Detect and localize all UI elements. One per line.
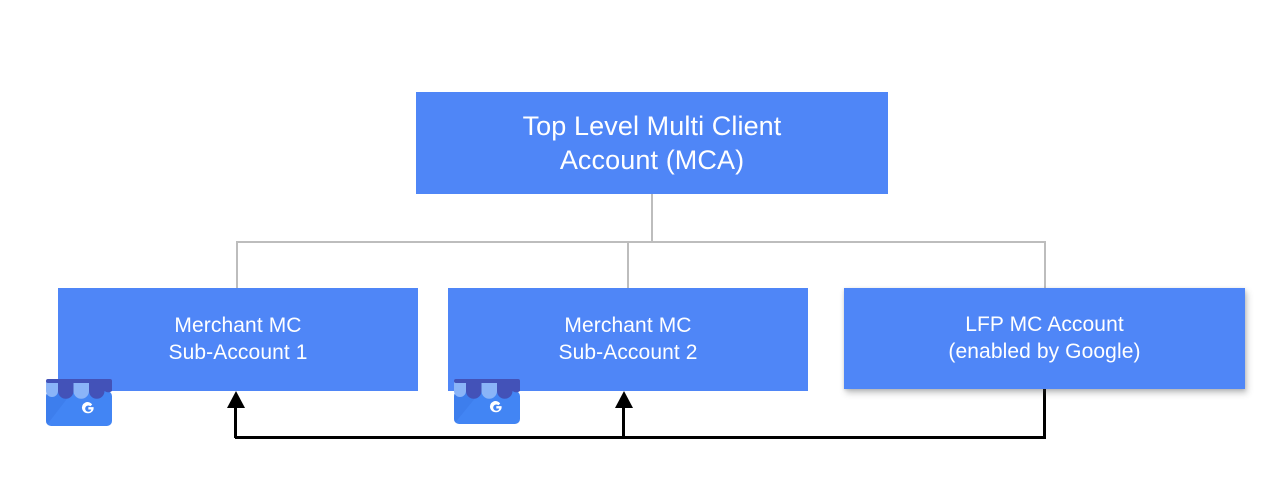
node-merchant-mc-sub-account-1[interactable]: Merchant MC Sub-Account 1 [58,288,418,391]
node-top-level-mca[interactable]: Top Level Multi Client Account (MCA) [416,92,888,194]
connector-drop-to-sub-account-1 [236,241,238,289]
node-merchant-mc-sub-account-2[interactable]: Merchant MC Sub-Account 2 [448,288,808,391]
feedback-line-right-vertical [1043,389,1046,439]
connector-horizontal-bus [236,241,1046,243]
node-lfp-mc-account-line1: LFP MC Account [965,313,1124,337]
node-merchant-mc-sub-account-2-line2: Sub-Account 2 [558,340,698,364]
feedback-arrowhead-to-sub-account-1 [227,391,245,408]
google-my-business-icon [448,366,526,428]
connector-drop-to-lfp-account [1044,241,1046,289]
feedback-line-middle-vertical [622,404,625,438]
feedback-line-horizontal [235,436,1046,439]
feedback-line-left-vertical [234,404,237,438]
node-lfp-mc-account[interactable]: LFP MC Account (enabled by Google) [844,288,1245,389]
connector-trunk-from-top-mca [651,194,653,242]
connector-drop-to-sub-account-2 [627,241,629,289]
google-my-business-icon [40,364,118,430]
node-merchant-mc-sub-account-1-line1: Merchant MC [174,314,302,338]
node-lfp-mc-account-line2: (enabled by Google) [948,339,1141,363]
node-top-level-mca-line1: Top Level Multi Client [522,110,782,141]
feedback-arrowhead-to-sub-account-2 [615,391,633,408]
node-top-level-mca-line2: Account (MCA) [559,145,745,175]
node-merchant-mc-sub-account-1-line2: Sub-Account 1 [168,340,308,364]
node-merchant-mc-sub-account-2-line1: Merchant MC [564,314,692,338]
